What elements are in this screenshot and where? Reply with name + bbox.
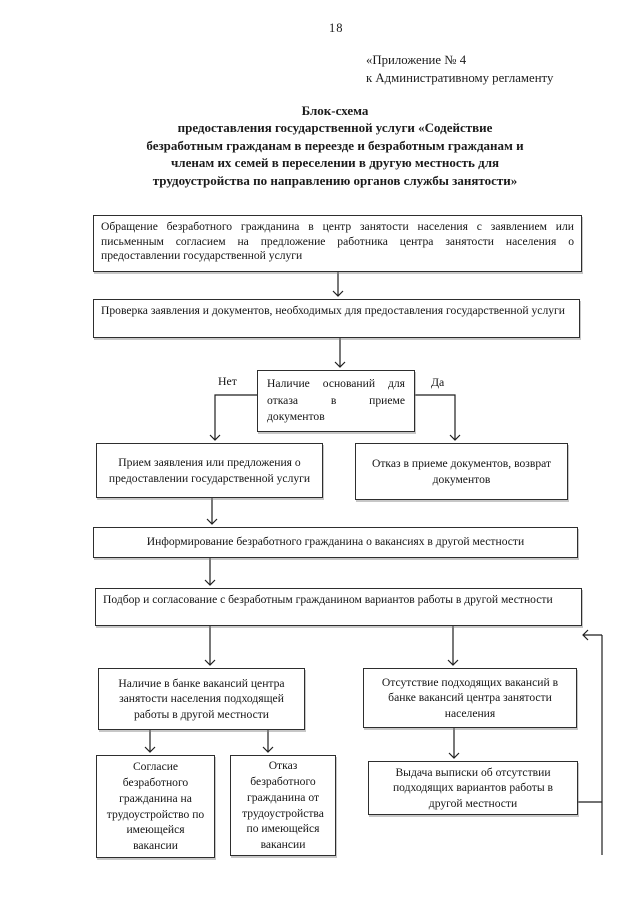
flow-node-check: Проверка заявления и документов, необход… — [93, 299, 580, 338]
flow-node-vacancy-available-text: Наличие в банке вакансий центра занятост… — [118, 676, 285, 721]
flow-node-accept-text: Прием заявления или предложения о предос… — [108, 456, 311, 485]
flow-node-statement: Выдача выписки об отсутствии подходящих … — [368, 761, 578, 815]
flow-node-vacancy-available: Наличие в банке вакансий центра занятост… — [98, 668, 305, 730]
flow-node-reject-docs: Отказ в приеме документов, возврат докум… — [355, 443, 568, 500]
page-number: 18 — [329, 21, 344, 35]
flow-node-inform: Информирование безработного гражданина о… — [93, 527, 578, 558]
flow-node-no-vacancy-text: Отсутствие подходящих вакансий в банке в… — [381, 675, 559, 720]
branch-label-no: Нет — [218, 374, 237, 388]
flow-node-no-vacancy: Отсутствие подходящих вакансий в банке в… — [363, 668, 577, 728]
flow-node-refusal: Отказ безработного гражданина от трудоус… — [230, 755, 336, 856]
flow-node-decision: Наличие оснований для отказа в приеме до… — [257, 370, 415, 432]
branch-label-yes: Да — [431, 375, 445, 389]
flow-node-inform-text: Информирование безработного гражданина о… — [146, 535, 525, 549]
flow-node-accept: Прием заявления или предложения о предос… — [96, 443, 323, 498]
connector-decision-yes — [415, 394, 461, 441]
flow-node-consent: Согласие безработного гражданина на труд… — [96, 755, 215, 858]
flow-node-reject-docs-text: Отказ в приеме документов, возврат докум… — [371, 457, 552, 486]
appendix-header: «Приложение № 4 к Административному регл… — [366, 53, 554, 85]
flow-node-statement-text: Выдача выписки об отсутствии подходящих … — [392, 765, 554, 810]
page-title: Блок-схема предоставления государственно… — [146, 103, 524, 188]
flow-node-select: Подбор и согласование с безработным граж… — [95, 588, 582, 626]
flow-node-consent-text: Согласие безработного гражданина на труд… — [106, 760, 205, 853]
connector-decision-no — [209, 394, 257, 441]
flow-node-refusal-text: Отказ безработного гражданина от трудоус… — [242, 759, 324, 852]
flow-node-apply: Обращение безработного гражданина в цент… — [93, 215, 582, 272]
